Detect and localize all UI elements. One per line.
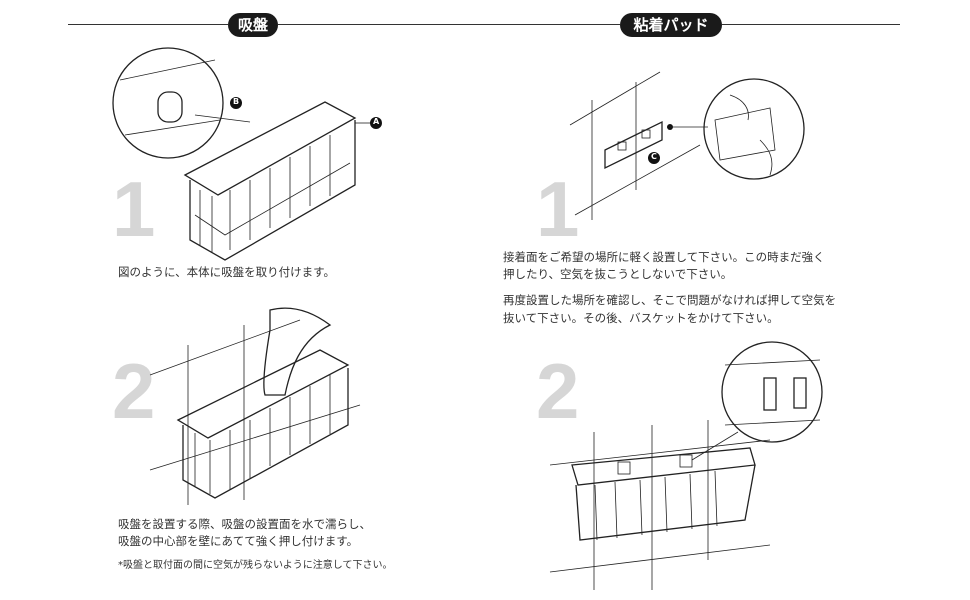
step2-instruction-line: 吸盤を設置する際、吸盤の設置面を水で濡らし、 — [118, 517, 371, 531]
adhesive-illustration-1 — [569, 71, 805, 220]
step1-instruction: 図のように、本体に吸盤を取り付けます。 — [118, 265, 336, 279]
header-rule — [278, 24, 620, 25]
basket-illustration-2 — [149, 307, 361, 505]
step2-note: *吸盤と取付面の間に空気が残らないように注意して下さい。 — [118, 560, 393, 571]
section-title-adhesive: 粘着パッド — [620, 13, 722, 37]
step-number: 2 — [536, 347, 580, 435]
step-number: 2 — [112, 347, 156, 435]
label-a: A — [373, 117, 380, 126]
label-c: C — [651, 152, 657, 161]
header-rule — [68, 24, 228, 25]
adhesive-instruction-line: 抜いて下さい。その後、バスケットをかけて下さい。 — [503, 311, 779, 325]
adhesive-instruction-line: 押したり、空気を抜こうとしないで下さい。 — [503, 267, 733, 281]
step-number: 1 — [536, 165, 580, 253]
adhesive-instruction-line: 接着面をご希望の場所に軽く設置して下さい。この時まだ強く — [503, 250, 825, 264]
basket-illustration-1 — [112, 47, 382, 261]
step-number: 1 — [112, 165, 156, 253]
step2-instruction-line: 吸盤の中心部を壁にあてて強く押し付けます。 — [118, 534, 359, 548]
section-title-suction: 吸盤 — [228, 13, 278, 37]
label-b: B — [233, 97, 240, 106]
header-rule — [722, 24, 900, 25]
adhesive-instruction-line: 再度設置した場所を確認し、そこで問題がなければ押して空気を — [503, 293, 837, 307]
adhesive-illustration-2 — [549, 341, 823, 590]
